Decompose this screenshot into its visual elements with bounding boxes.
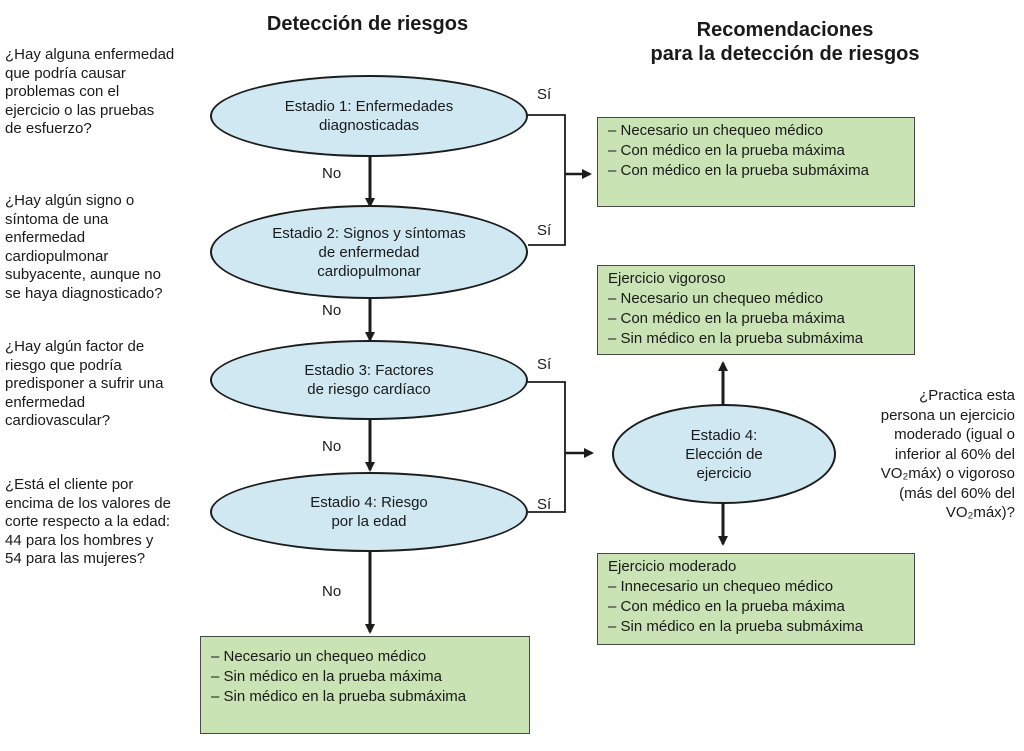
label-si-4: Sí <box>537 496 552 513</box>
question-stage-1: ¿Hay alguna enfermedad que podría causar… <box>5 46 175 137</box>
question-stage-3: ¿Hay algún factor de riesgo que podría p… <box>5 338 164 429</box>
label-no-4: No <box>322 583 342 600</box>
box-line: – Sin médico en la prueba submáxima <box>211 688 467 705</box>
label-si-1: Sí <box>537 86 552 103</box>
label-no-3: No <box>322 438 342 455</box>
label-no-2: No <box>322 302 342 319</box>
stage-1-ellipse: Estadio 1: Enfermedades diagnosticadas <box>210 75 528 157</box>
left-heading: Detección de riesgos <box>266 13 469 35</box>
box-line: – Necesario un chequeo médico <box>608 290 824 307</box>
box-line: – Innecesario un chequeo médico <box>608 578 834 595</box>
recommendation-box-stage-4-no: – Necesario un chequeo médico – Sin médi… <box>200 636 530 734</box>
recommendation-box-vigorous: Ejercicio vigoroso – Necesario un cheque… <box>597 265 915 355</box>
box-line: – Necesario un chequeo médico <box>608 122 824 139</box>
choice-ellipse: Estadio 4: Elección de ejercicio <box>612 404 836 504</box>
box-title: Ejercicio vigoroso <box>608 270 726 287</box>
box-line: – Con médico en la prueba submáxima <box>608 162 869 179</box>
stage-4-ellipse: Estadio 4: Riesgo por la edad <box>210 472 528 552</box>
box-line: – Sin médico en la prueba máxima <box>211 668 442 685</box>
recommendation-box-stage-1-2: – Necesario un chequeo médico – Con médi… <box>597 117 915 207</box>
si-connector-bottom <box>525 381 566 513</box>
box-line: – Con médico en la prueba máxima <box>608 598 845 615</box>
label-si-2: Sí <box>537 222 552 239</box>
stage-2-ellipse: Estadio 2: Signos y síntomas de enfermed… <box>210 205 528 299</box>
label-si-3: Sí <box>537 356 552 373</box>
box-line: – Con médico en la prueba máxima <box>608 142 845 159</box>
box-line: – Sin médico en la prueba submáxima <box>608 618 864 635</box>
box-line: – Con médico en la prueba máxima <box>608 310 845 327</box>
si-connector-top <box>525 114 566 246</box>
box-line: – Necesario un chequeo médico <box>211 648 427 665</box>
question-stage-4: ¿Está el cliente por encima de los valor… <box>5 476 171 567</box>
choice-question: ¿Practica esta persona un ejercicio mode… <box>880 387 1015 521</box>
recommendation-box-moderate: Ejercicio moderado – Innecesario un cheq… <box>597 553 915 645</box>
label-no-1: No <box>322 165 342 182</box>
box-title: Ejercicio moderado <box>608 558 737 575</box>
question-stage-2: ¿Hay algún signo o síntoma de una enferm… <box>5 192 163 302</box>
stage-3-ellipse: Estadio 3: Factores de riesgo cardíaco <box>210 340 528 420</box>
box-line: – Sin médico en la prueba submáxima <box>608 330 864 347</box>
right-heading: Recomendaciones para la detección de rie… <box>650 19 920 65</box>
